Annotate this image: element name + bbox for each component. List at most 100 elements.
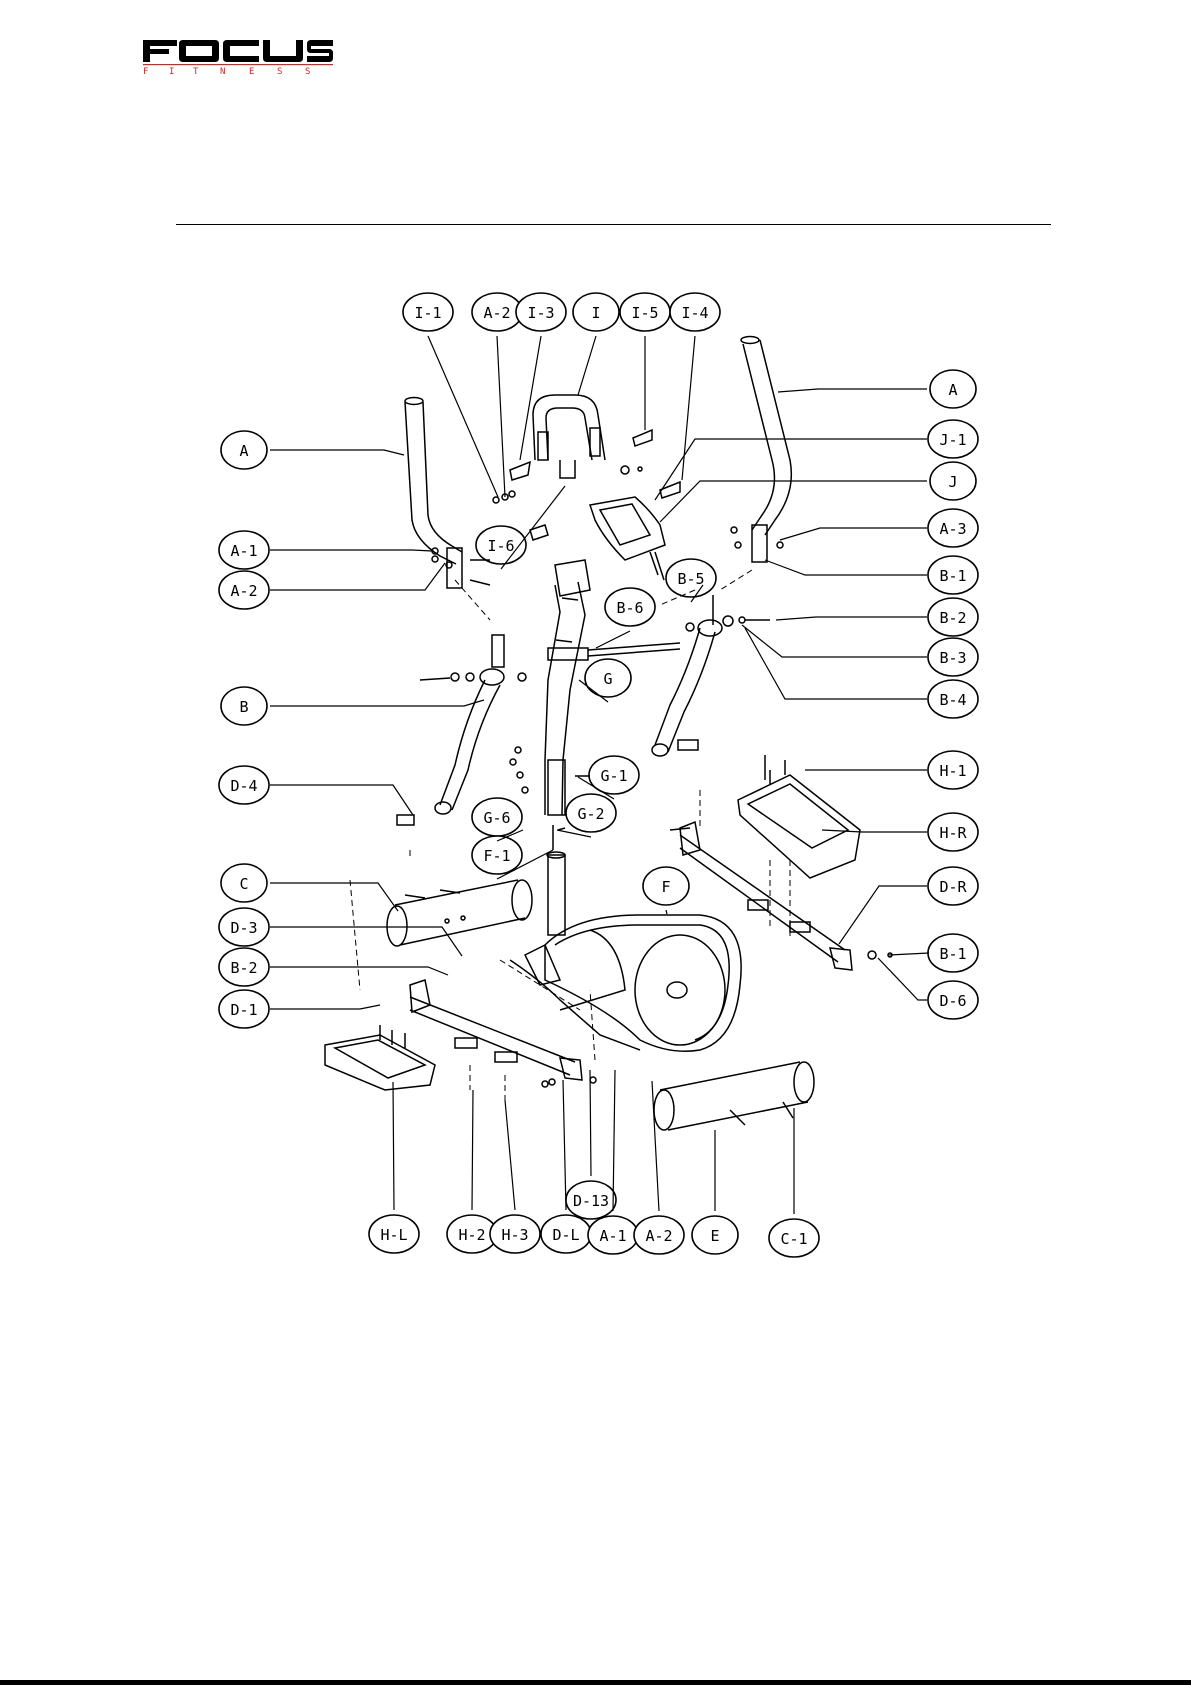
- callout-label: H-L: [380, 1226, 407, 1244]
- callout-leader-line: [745, 628, 927, 699]
- callout-h-r: H-R: [928, 813, 978, 851]
- callout-b-1: B-1: [928, 556, 978, 594]
- page-bottom-border: [0, 1680, 1191, 1685]
- callout-leader-line: [270, 927, 462, 956]
- right-pedal: [738, 755, 860, 878]
- left-handlebar-arm: [405, 398, 490, 589]
- callout-label: J: [948, 473, 957, 491]
- console-display: [590, 497, 665, 580]
- callout-label: A-3: [939, 520, 966, 538]
- callout-d-3: D-3: [219, 908, 269, 946]
- right-handlebar-arm: [731, 337, 791, 563]
- callout-leader-line: [393, 1082, 394, 1210]
- left-swing-arm: [397, 635, 526, 825]
- callout-i-6: I-6: [476, 526, 526, 564]
- callout-label: B-3: [939, 649, 966, 667]
- callout-leader-line: [505, 1100, 515, 1210]
- callout-label: I-1: [414, 304, 441, 322]
- callout-label: H-1: [939, 762, 966, 780]
- callout-label: B-5: [677, 570, 704, 588]
- callout-label: J-1: [939, 431, 966, 449]
- callout-label: H-3: [501, 1226, 528, 1244]
- callout-label: D-L: [552, 1226, 579, 1244]
- callout-b-4: B-4: [928, 680, 978, 718]
- callout-label: B-1: [939, 567, 966, 585]
- callout-leader-line: [270, 785, 413, 815]
- center-column: [510, 560, 590, 815]
- callout-leader-line: [682, 336, 695, 480]
- callout-leader-line: [563, 1080, 566, 1210]
- callout-label: D-R: [939, 878, 967, 896]
- callout-label: I: [591, 304, 600, 322]
- callout-b-2: B-2: [219, 948, 269, 986]
- callout-leader-line: [270, 563, 445, 590]
- callout-i-1: I-1: [403, 293, 453, 331]
- callout-b-3: B-3: [928, 638, 978, 676]
- callout-leader-line: [590, 1070, 591, 1176]
- callout-label: G-1: [600, 767, 627, 785]
- callout-leader-line: [765, 560, 927, 575]
- callout-j: J: [930, 462, 976, 500]
- callout-leader-line: [778, 389, 927, 392]
- callout-label: G-6: [483, 809, 510, 827]
- callout-f: F: [643, 867, 689, 905]
- callout-label: B-2: [230, 959, 257, 977]
- callout-f-1: F-1: [472, 836, 522, 874]
- callout-b: B: [221, 687, 267, 725]
- left-pedal: [325, 1025, 435, 1090]
- callout-leader-line: [889, 953, 929, 955]
- callout-c-1: C-1: [769, 1219, 819, 1257]
- callout-b-2: B-2: [928, 598, 978, 636]
- callout-label: A-2: [645, 1227, 672, 1245]
- callout-leader-line: [472, 1090, 473, 1210]
- callout-b-6: B-6: [605, 588, 655, 626]
- main-frame-housing: [510, 915, 741, 1051]
- callout-e: E: [692, 1216, 738, 1254]
- front-stabilizer: [387, 880, 532, 946]
- callout-label: B: [239, 698, 248, 716]
- callout-label: B-2: [939, 609, 966, 627]
- callout-leader-line: [270, 700, 484, 706]
- callout-label: H-R: [939, 824, 967, 842]
- callout-label: D-1: [230, 1001, 257, 1019]
- callout-label: C: [239, 875, 248, 893]
- callout-label: B-1: [939, 945, 966, 963]
- callout-b-1: B-1: [928, 934, 978, 972]
- callout-a-2: A-2: [219, 571, 269, 609]
- axle-rod: [548, 643, 680, 660]
- callout-leader-line: [270, 550, 432, 551]
- right-swing-arm: [652, 595, 770, 756]
- callout-leader-line: [776, 617, 927, 620]
- callout-g-2: G-2: [566, 794, 616, 832]
- rear-stabilizer: [654, 1062, 814, 1130]
- callout-a-3: A-3: [928, 509, 978, 547]
- seat-post: [547, 825, 565, 935]
- left-pedal-arm: [410, 980, 596, 1087]
- callout-label: H-2: [458, 1226, 485, 1244]
- callout-label: D-13: [573, 1192, 609, 1210]
- callout-g: G: [585, 659, 631, 697]
- callout-d-6: D-6: [928, 981, 978, 1019]
- callout-d-1: D-1: [219, 990, 269, 1028]
- callout-leader-line: [270, 883, 398, 911]
- callout-a: A: [221, 431, 267, 469]
- callout-h-l: H-L: [369, 1215, 419, 1253]
- callout-a-1: A-1: [219, 531, 269, 569]
- callout-i-3: I-3: [516, 293, 566, 331]
- callout-label: D-3: [230, 919, 257, 937]
- callout-leader-line: [613, 1070, 615, 1211]
- callout-leader-line: [666, 910, 667, 914]
- callout-leader-line: [578, 336, 596, 395]
- callout-label: B-6: [616, 599, 643, 617]
- callout-label: G: [603, 670, 612, 688]
- callout-leader-line: [596, 631, 630, 648]
- callout-a-2: A-2: [472, 293, 522, 331]
- callout-label: I-5: [631, 304, 658, 322]
- callout-label: A: [948, 381, 957, 399]
- callout-d-l: D-L: [541, 1215, 591, 1253]
- callout-h-3: H-3: [490, 1215, 540, 1253]
- callout-label: C-1: [780, 1230, 807, 1248]
- callout-label: G-2: [577, 805, 604, 823]
- callout-d-r: D-R: [928, 867, 978, 905]
